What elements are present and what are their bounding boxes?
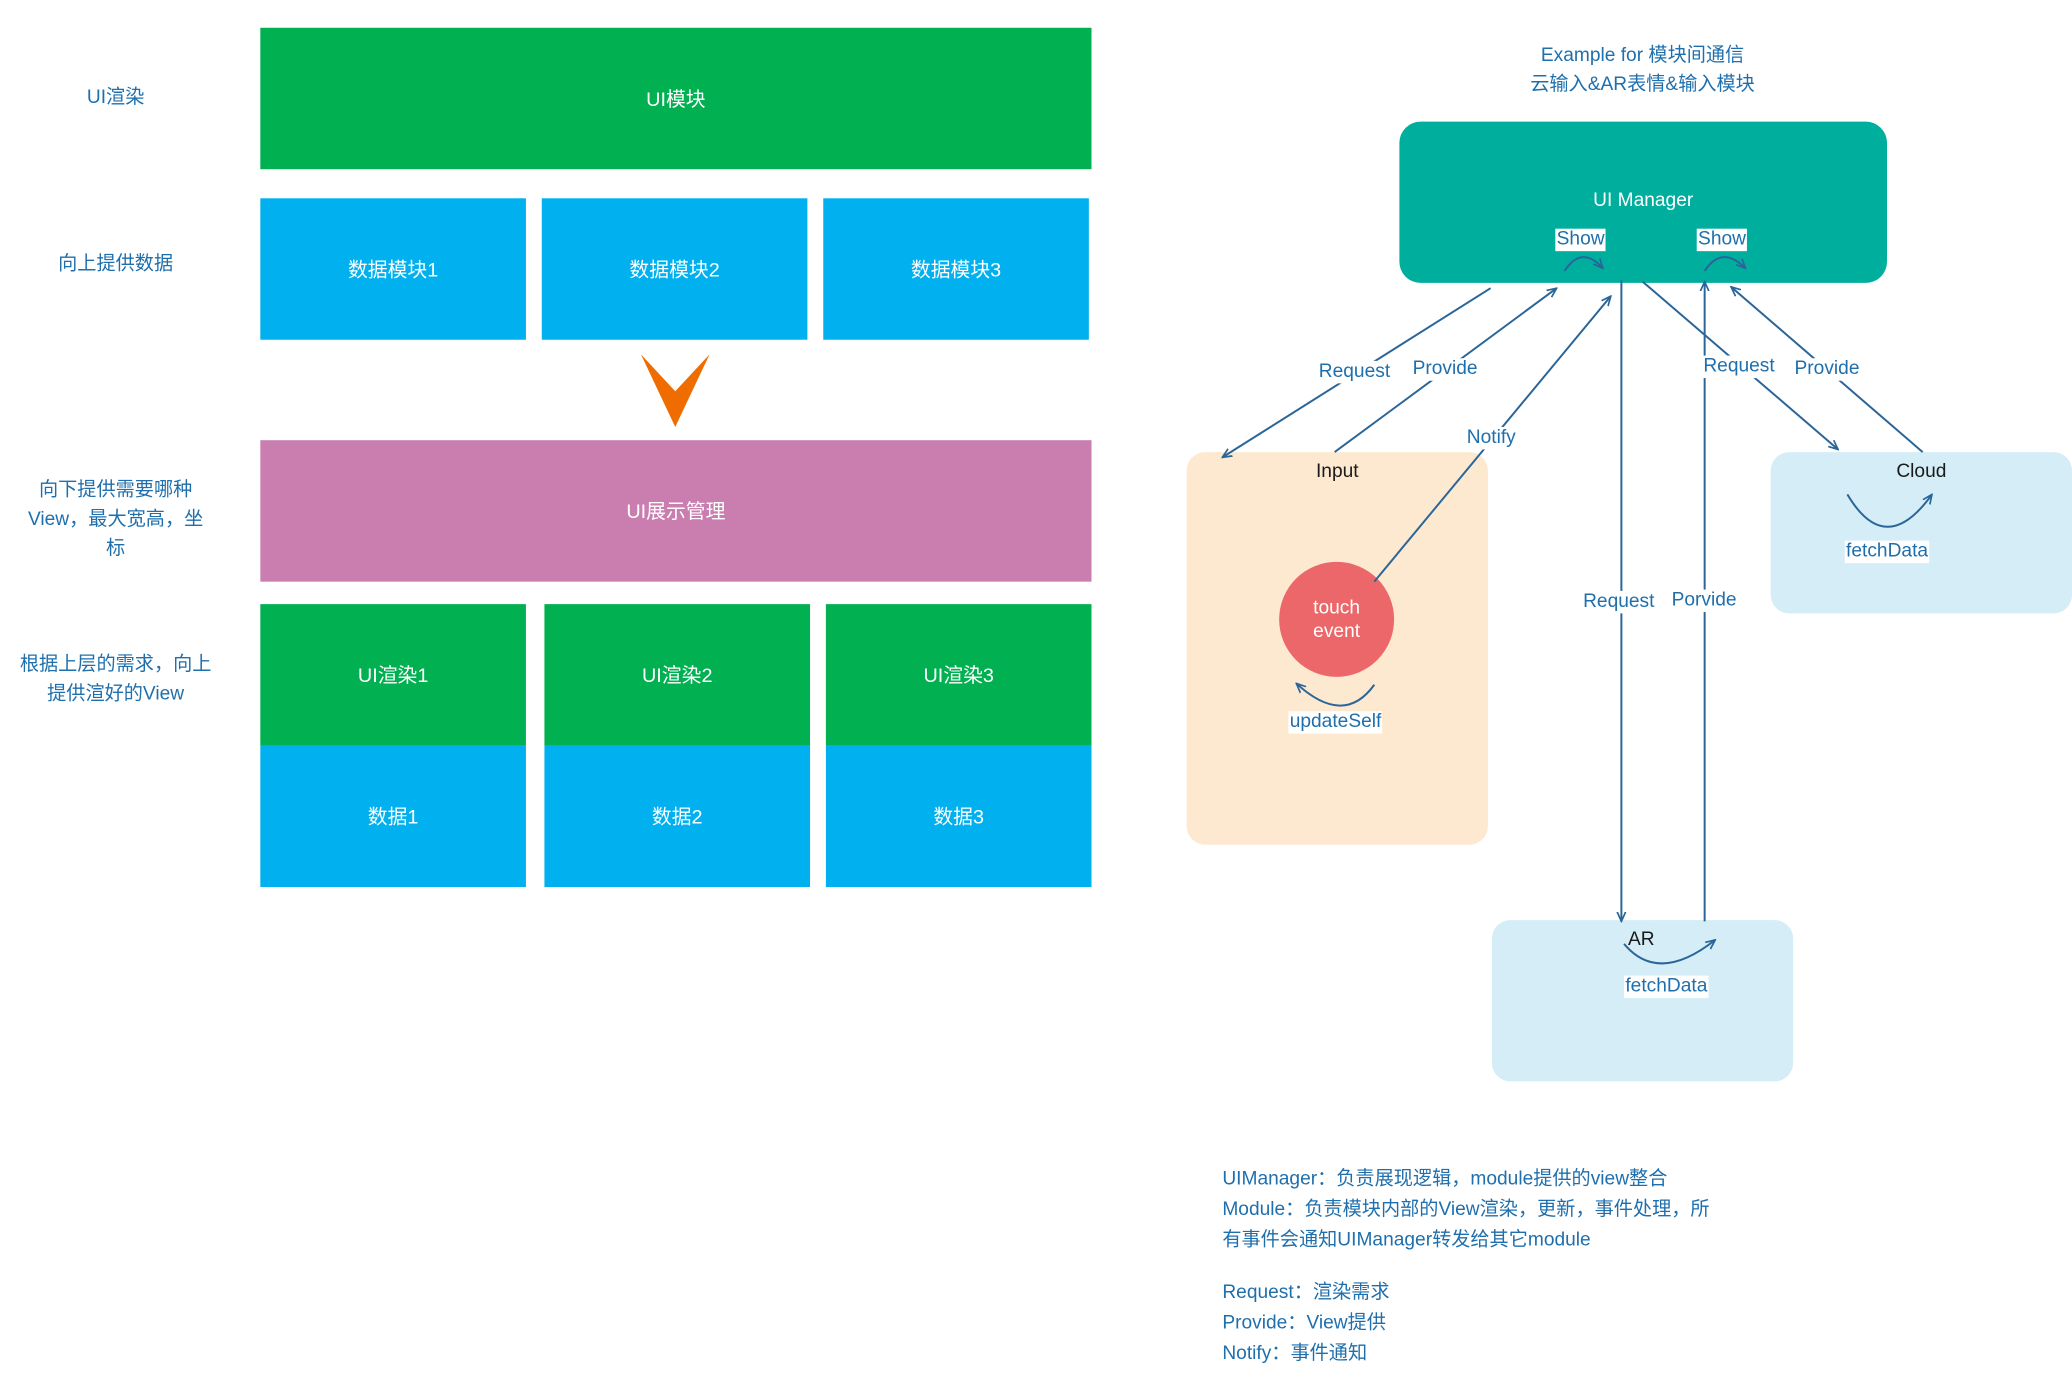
data-module-1: 数据模块1 [260, 198, 526, 340]
row-label-line: 向下提供需要哪种 [38, 479, 193, 502]
input-update-curve [1296, 683, 1376, 707]
notify-label: Notify [1465, 426, 1518, 450]
row-label-line: View，最大宽高，坐 [27, 508, 204, 531]
ar-provide-label: Porvide [1670, 589, 1738, 613]
note-line: Module：负责模块内部的View渲染，更新，事件处理，所 [1222, 1198, 1710, 1221]
row-label-render-view: 根据上层的需求，向上 提供渲好的View [0, 650, 231, 708]
ui-display-manager-block: UI展示管理 [260, 440, 1092, 582]
input-module-title: Input [1315, 461, 1359, 483]
down-chevron-arrow [640, 354, 710, 427]
data-module-3: 数据模块3 [823, 198, 1089, 340]
note-line: UIManager：负责展现逻辑，module提供的view整合 [1222, 1168, 1668, 1190]
cloud-provide-label: Provide [1793, 358, 1861, 381]
example-title-line: 云输入&AR表情&输入模块 [1530, 74, 1755, 96]
row-label-line: 标 [106, 538, 126, 560]
cloud-request-label: Request [1702, 355, 1777, 379]
ui-manager-title: UI Manager [1593, 190, 1694, 212]
data-1: 数据1 [260, 745, 526, 888]
row-label-line: 根据上层的需求，向上 [19, 654, 212, 676]
legend-line: Notify：事件通知 [1222, 1343, 1368, 1365]
ar-module-title: AR [1628, 929, 1655, 951]
legend-line: Provide：View提供 [1222, 1312, 1386, 1334]
input-provide-label: Provide [1411, 358, 1479, 381]
ar-module-box [1491, 920, 1794, 1082]
data-2: 数据2 [544, 745, 811, 888]
ui-render-3: UI渲染3 [825, 604, 1092, 746]
data-module-2: 数据模块2 [541, 198, 808, 340]
show-left-curve [1563, 256, 1603, 272]
cloud-fetch-label: fetchData [1844, 540, 1930, 564]
row-label-line: 提供渲好的View [47, 683, 185, 705]
cloud-fetch-curve [1846, 494, 1932, 528]
legend-block: Request：渲染需求 Provide：View提供 Notify：事件通知 [1222, 1278, 1389, 1369]
show-right-label: Show [1696, 228, 1748, 252]
ui-manager-box [1399, 121, 1888, 283]
ar-request-label: Request [1581, 590, 1656, 614]
ar-fetch-label: fetchData [1624, 975, 1709, 999]
note-line: 有事件会通知UIManager转发给其它module [1222, 1229, 1591, 1251]
notes-block: UIManager：负责展现逻辑，module提供的view整合 Module：… [1222, 1165, 1709, 1256]
cloud-module-title: Cloud [1896, 461, 1947, 483]
ui-render-2: UI渲染2 [544, 604, 811, 746]
data-3: 数据3 [825, 745, 1092, 888]
ui-module-block: UI模块 [260, 27, 1092, 170]
ar-fetch-curve [1623, 940, 1715, 965]
touch-event-line: event [1313, 620, 1361, 642]
input-request-label: Request [1317, 360, 1392, 384]
update-self-label: updateSelf [1288, 711, 1383, 734]
example-title-line: Example for 模块间通信 [1540, 44, 1745, 67]
cloud-module-box [1770, 452, 2072, 614]
example-title: Example for 模块间通信 云输入&AR表情&输入模块 [1444, 41, 1840, 99]
legend-line: Request：渲染需求 [1222, 1282, 1390, 1304]
row-label-view-request: 向下提供需要哪种 View，最大宽高，坐 标 [0, 476, 231, 563]
row-label-provide-data: 向上提供数据 [58, 253, 174, 275]
show-left-label: Show [1555, 228, 1606, 252]
touch-event-line: touch [1313, 596, 1361, 619]
row-label-ui-render: UI渲染 [86, 87, 145, 109]
show-right-curve [1703, 256, 1746, 272]
ui-render-1: UI渲染1 [260, 604, 526, 746]
